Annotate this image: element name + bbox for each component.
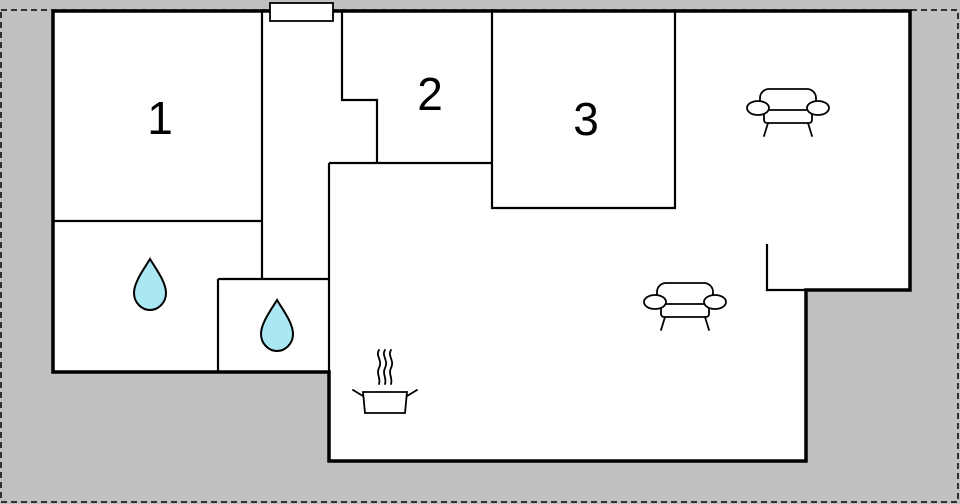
room-label-2: 2 [417, 68, 443, 120]
plot-boundary [0, 9, 959, 503]
sofa-icon [746, 88, 830, 137]
room-label-1: 1 [147, 92, 173, 144]
interior-walls [53, 11, 806, 372]
water-drop-icon [132, 257, 168, 312]
room-label-3: 3 [573, 93, 599, 145]
water-drop-icon [259, 298, 295, 353]
window-icon [269, 2, 334, 22]
cooking-pot-icon [352, 349, 418, 414]
sofa-icon [643, 282, 727, 331]
